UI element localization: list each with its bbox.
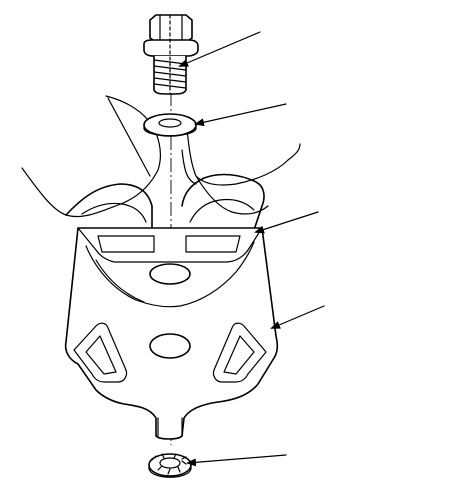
flat-washer-inner bbox=[159, 119, 181, 127]
toothed-washer-nut bbox=[149, 454, 191, 477]
rubber-mount-left-slot bbox=[98, 236, 154, 252]
flange-bolt-head bbox=[150, 15, 192, 42]
bracket-diagonal-member bbox=[108, 98, 150, 176]
flat-washer-thickness bbox=[144, 125, 196, 136]
bracket-right-strap bbox=[190, 199, 254, 222]
flange-bolt bbox=[144, 15, 198, 94]
rubber-mount-right-side-slot-inner bbox=[224, 336, 254, 374]
leader-line-flange-bolt bbox=[178, 32, 260, 67]
leader-line-toothed-washer bbox=[186, 455, 286, 467]
rubber-mount-inner-lobe bbox=[86, 242, 254, 307]
flat-washer bbox=[144, 114, 196, 136]
leader-line-rubber-mount bbox=[270, 306, 324, 329]
bracket-right-lower-edge bbox=[196, 176, 268, 214]
flange-bolt-thread bbox=[154, 60, 186, 88]
bracket-right-edge bbox=[186, 118, 300, 185]
rubber-mount-lower-hole bbox=[150, 334, 190, 358]
leader-line-mounting-bracket bbox=[254, 212, 318, 234]
bracket-right-member bbox=[182, 150, 196, 184]
toothed-washer-thickness bbox=[149, 465, 191, 477]
rubber-mount-inner-lobe-shadow bbox=[96, 260, 144, 302]
toothed-washer-inner bbox=[160, 458, 180, 468]
rubber-mount bbox=[66, 228, 278, 439]
mounting-bracket bbox=[22, 96, 300, 248]
bracket-left-strap bbox=[82, 203, 146, 222]
flange-bolt-flange bbox=[144, 40, 198, 56]
rubber-mount-right-slot bbox=[186, 236, 240, 252]
rubber-mount-bottom-stud bbox=[158, 418, 182, 436]
rubber-mount-pocket bbox=[78, 228, 262, 262]
rubber-mount-upper-hole bbox=[150, 264, 190, 284]
leader-line-flat-washer bbox=[194, 104, 286, 127]
rubber-mount-left-side-slot-inner bbox=[86, 336, 116, 374]
bracket-left-edge bbox=[22, 96, 160, 217]
toothed-washer-teeth bbox=[152, 454, 186, 474]
